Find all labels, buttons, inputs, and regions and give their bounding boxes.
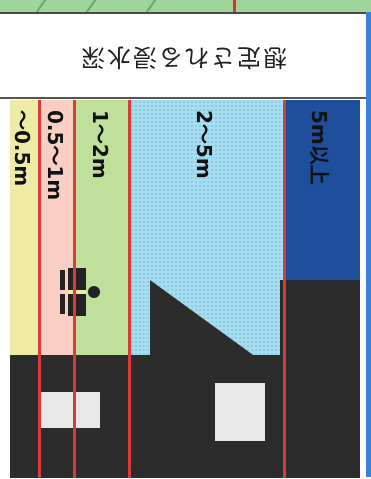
flood-depth-legend: 想定される浸水深 〜0.5m 0.5〜1m 1〜2m 2〜5m 5 bbox=[0, 12, 371, 479]
map-background bbox=[0, 0, 371, 12]
depth-divider bbox=[128, 100, 131, 478]
depth-divider bbox=[38, 100, 41, 478]
legend-title: 想定される浸水深 bbox=[79, 42, 287, 77]
band-label: 〜0.5m bbox=[10, 110, 38, 186]
house-roof-icon bbox=[130, 280, 360, 360]
depth-chart: 〜0.5m 0.5〜1m 1〜2m 2〜5m 5m以上 bbox=[10, 100, 360, 478]
map-line bbox=[84, 0, 97, 12]
map-red-line bbox=[233, 0, 236, 12]
frame-edge bbox=[366, 12, 371, 477]
map-line bbox=[144, 0, 157, 12]
house-window-icon bbox=[215, 383, 265, 441]
legend-title-box: 想定される浸水深 bbox=[0, 22, 366, 99]
map-line bbox=[34, 0, 47, 12]
band-label: 5m以上 bbox=[306, 110, 335, 185]
band-label: 2〜5m bbox=[191, 110, 220, 179]
depth-divider bbox=[73, 100, 76, 478]
band-label: 0.5〜1m bbox=[42, 110, 71, 200]
house-window-icon bbox=[40, 392, 100, 428]
band-label: 1〜2m bbox=[87, 110, 116, 179]
depth-divider bbox=[283, 100, 286, 478]
person-icon bbox=[60, 268, 102, 316]
